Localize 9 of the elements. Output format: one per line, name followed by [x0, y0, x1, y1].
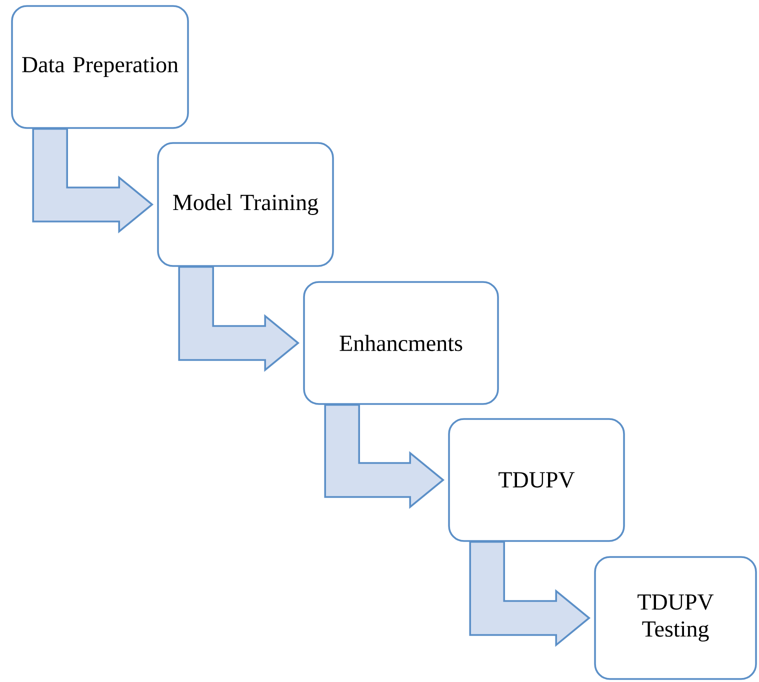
- block-arrow: [178, 266, 300, 372]
- process-box: TDUPV: [448, 418, 625, 542]
- process-box: Enhancments: [303, 281, 499, 405]
- process-box: TDUPV Testing: [594, 556, 757, 680]
- block-arrow: [324, 404, 445, 509]
- block-arrow: [469, 541, 591, 647]
- process-box: Model Training: [157, 142, 334, 267]
- block-arrow: [32, 128, 154, 234]
- process-box: Data Preperation: [11, 5, 189, 129]
